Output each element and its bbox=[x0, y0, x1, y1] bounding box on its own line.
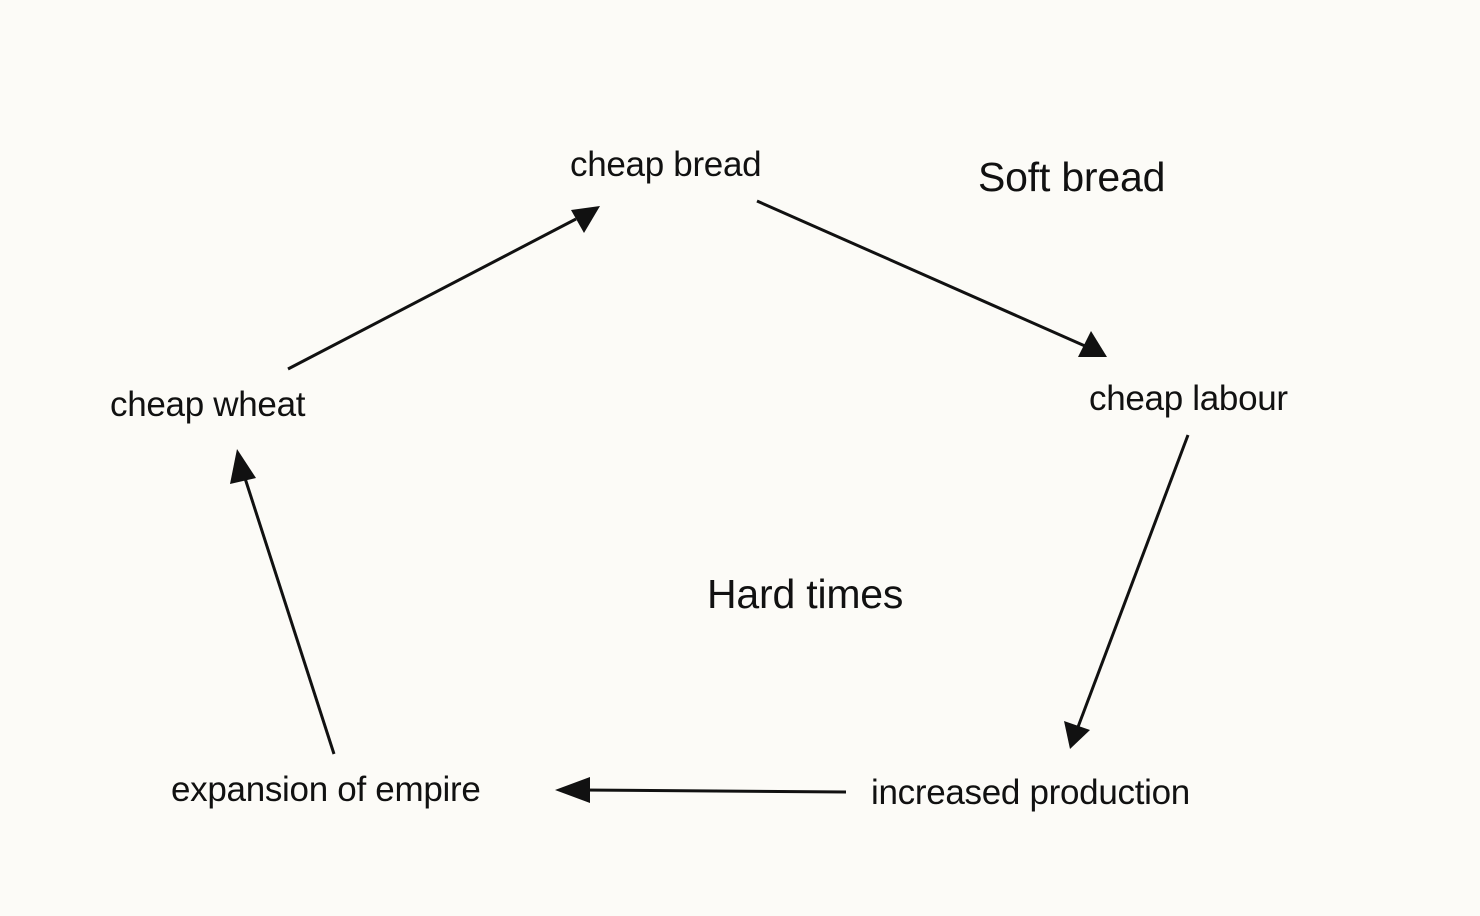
arrow-empire-to-wheat bbox=[230, 449, 336, 755]
arrow-wheat-to-bread bbox=[287, 206, 600, 371]
arrow-bread-to-labour bbox=[756, 199, 1107, 357]
arrow-production-to-empire bbox=[555, 777, 847, 803]
title-soft-bread: Soft bread bbox=[978, 154, 1166, 200]
node-cheap-labour: cheap labour bbox=[1089, 379, 1288, 418]
title-hard-times: Hard times bbox=[707, 571, 904, 617]
arrow-labour-to-production bbox=[1064, 434, 1190, 749]
node-expansion-of-empire: expansion of empire bbox=[171, 770, 481, 809]
node-cheap-bread: cheap bread bbox=[570, 145, 762, 184]
node-cheap-wheat: cheap wheat bbox=[110, 385, 306, 424]
node-increased-production: increased production bbox=[871, 773, 1190, 812]
